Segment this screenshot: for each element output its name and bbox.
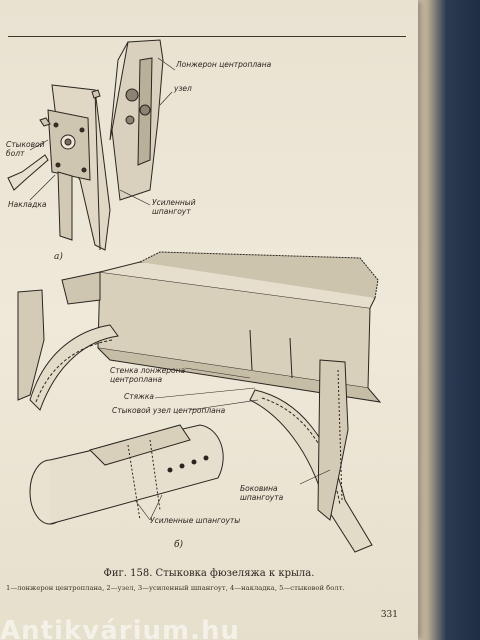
figure-a-drawing	[7, 39, 176, 251]
technical-illustration	[7, 39, 382, 553]
page-number: 331	[380, 610, 398, 620]
label-bokovina: Боковина шпангоута	[240, 484, 284, 502]
watermark-text: Antikvárium.hu	[0, 618, 240, 640]
label-styazhka: Стяжка	[124, 392, 154, 401]
label-stenka: Стенка лонжерона центроплана	[110, 366, 186, 384]
figure-legend: 1—лонжерон центроплана, 2—узел, 3—усилен…	[6, 584, 345, 592]
sublabel-b: б)	[174, 540, 184, 550]
figure-b-drawing	[17, 251, 382, 553]
sublabel-a: а)	[54, 252, 63, 262]
label-usilenny-shpangout: Усиленный шпангоут	[152, 198, 196, 216]
label-stykovoy-bolt: Стыковой болт	[6, 140, 45, 158]
figure-caption: Фиг. 158. Стыковка фюзеляжа к крыла.	[103, 568, 315, 579]
label-stykovoy-uzel: Стыковой узел центроплана	[112, 406, 226, 415]
label-nakladka: Накладка	[8, 200, 47, 209]
header-rule	[8, 36, 406, 37]
label-uzel: узел	[174, 84, 192, 93]
book-page: Лонжерон центроплана узел Стыковой болт …	[0, 0, 418, 640]
label-usilennye-shpangouty: Усиленные шпангоуты	[150, 516, 241, 525]
label-lonzheron: Лонжерон центроплана	[176, 60, 272, 69]
